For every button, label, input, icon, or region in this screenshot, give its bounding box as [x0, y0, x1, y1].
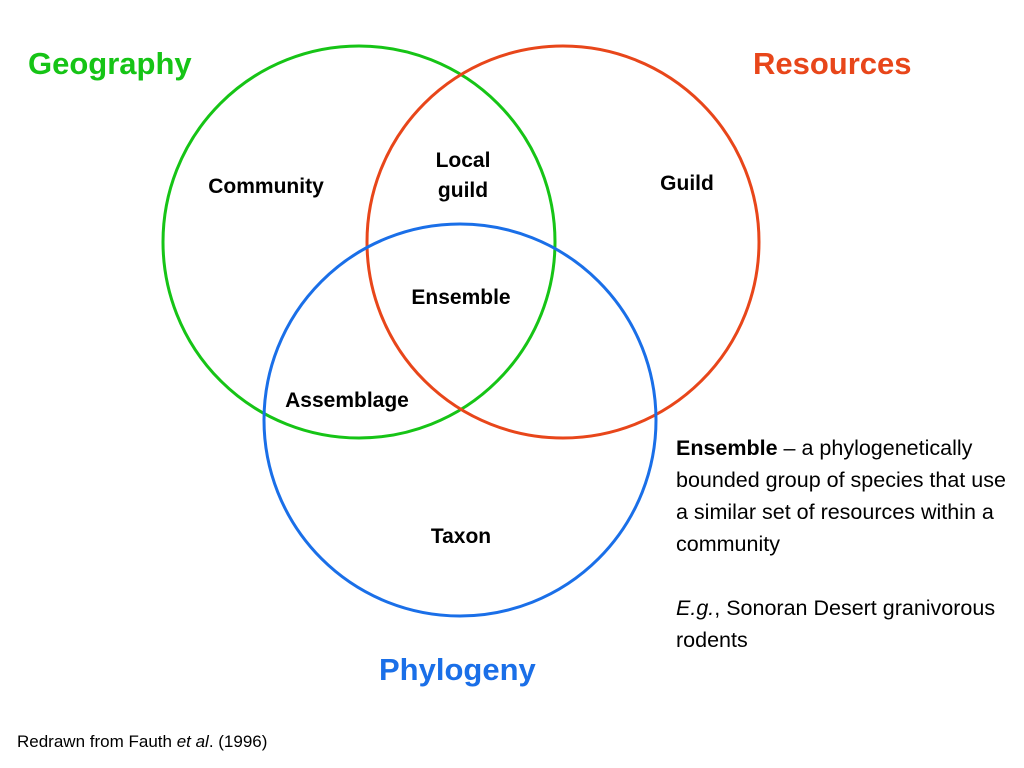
taxon-label: Taxon	[430, 525, 492, 548]
community-label: Community	[208, 175, 324, 198]
phylogeny-circle	[262, 222, 658, 618]
resources-circle	[365, 44, 761, 440]
ensemble-definition: Ensemble – a phylogenetically bounded gr…	[676, 432, 1006, 656]
resources-label: Resources	[753, 46, 912, 81]
definition-body: – a phylogenetically bounded group of sp…	[676, 436, 1006, 556]
local-guild-line2: guild	[437, 179, 489, 202]
example-eg: E.g.	[676, 596, 715, 620]
citation-etal: et al	[176, 732, 209, 751]
definition-text: Ensemble – a phylogenetically bounded gr…	[676, 432, 1006, 560]
definition-example: E.g., Sonoran Desert granivorous rodents	[676, 592, 1006, 656]
ensemble-label: Ensemble	[411, 286, 511, 309]
citation-suffix: . (1996)	[208, 732, 268, 751]
local-guild-label: Local guild	[436, 146, 491, 206]
example-text: , Sonoran Desert granivorous rodents	[676, 596, 996, 652]
local-guild-line1: Local	[435, 149, 491, 172]
phylogeny-label: Phylogeny	[379, 652, 536, 687]
definition-term: Ensemble	[676, 436, 778, 460]
citation: Redrawn from Fauth et al. (1996)	[17, 732, 267, 752]
guild-label: Guild	[660, 172, 714, 195]
geography-label: Geography	[28, 46, 192, 81]
assemblage-label: Assemblage	[285, 389, 409, 412]
citation-prefix: Redrawn from Fauth	[17, 732, 177, 751]
geography-circle	[161, 44, 557, 440]
